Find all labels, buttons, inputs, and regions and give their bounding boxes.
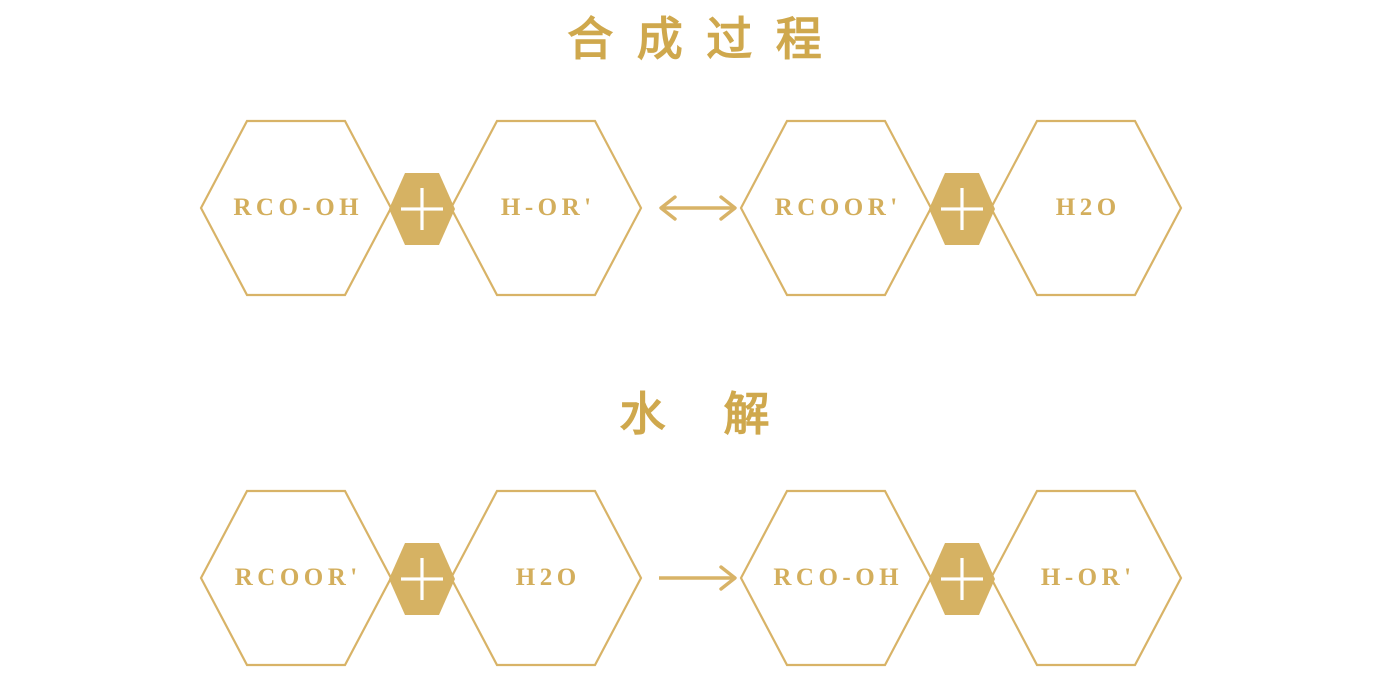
plus-hexagon-badge	[928, 542, 996, 616]
plus-icon	[929, 173, 995, 245]
double-headed-arrow-icon	[659, 195, 737, 221]
plus-hexagon-badge	[388, 172, 456, 246]
reaction-row-hydrolysis: RCOOR' H2O	[0, 478, 1395, 678]
molecule-label: H-OR'	[1040, 564, 1136, 591]
molecule-label: RCO-OH	[233, 194, 364, 221]
hexagon-outline-icon	[739, 489, 933, 667]
molecule-label: H-OR'	[500, 194, 596, 221]
hexagon-outline-icon	[199, 119, 393, 297]
plus-icon	[389, 173, 455, 245]
plus-hexagon-badge	[388, 542, 456, 616]
hexagon-cell: RCOOR'	[738, 114, 934, 302]
hexagon-outline-icon	[199, 489, 393, 667]
plus-hexagon-badge	[928, 172, 996, 246]
right-arrow-icon	[659, 565, 737, 591]
hexagon-cell: H-OR'	[448, 114, 644, 302]
reaction-arrow-hydrolysis	[655, 562, 741, 594]
molecule-group-hydrolysis-reactants: RCOOR' H2O	[198, 478, 644, 678]
section-title-hydrolysis: 水 解	[619, 389, 776, 440]
molecule-group-hydrolysis-products: RCO-OH H-OR'	[738, 478, 1184, 678]
hexagon-cell: RCO-OH	[738, 484, 934, 672]
hexagon-cell: H2O	[988, 114, 1184, 302]
hexagon-cell: H-OR'	[988, 484, 1184, 672]
plus-icon	[929, 543, 995, 615]
hexagon-cell: RCOOR'	[198, 484, 394, 672]
reaction-arrow-synthesis	[655, 192, 741, 224]
molecule-group-synthesis-products: RCOOR' H2O	[738, 108, 1184, 308]
hexagon-cell: RCO-OH	[198, 114, 394, 302]
plus-icon	[389, 543, 455, 615]
molecule-label: RCO-OH	[773, 564, 904, 591]
hexagon-outline-icon	[739, 119, 933, 297]
section-title-synthesis: 合 成 过 程	[567, 14, 828, 65]
molecule-label: RCOOR'	[774, 194, 902, 221]
molecule-label: RCOOR'	[234, 564, 362, 591]
molecule-label: H2O	[515, 564, 581, 591]
reaction-row-synthesis: RCO-OH H-OR'	[0, 108, 1395, 308]
hexagon-cell: H2O	[448, 484, 644, 672]
molecule-group-synthesis-reactants: RCO-OH H-OR'	[198, 108, 644, 308]
molecule-label: H2O	[1055, 194, 1121, 221]
